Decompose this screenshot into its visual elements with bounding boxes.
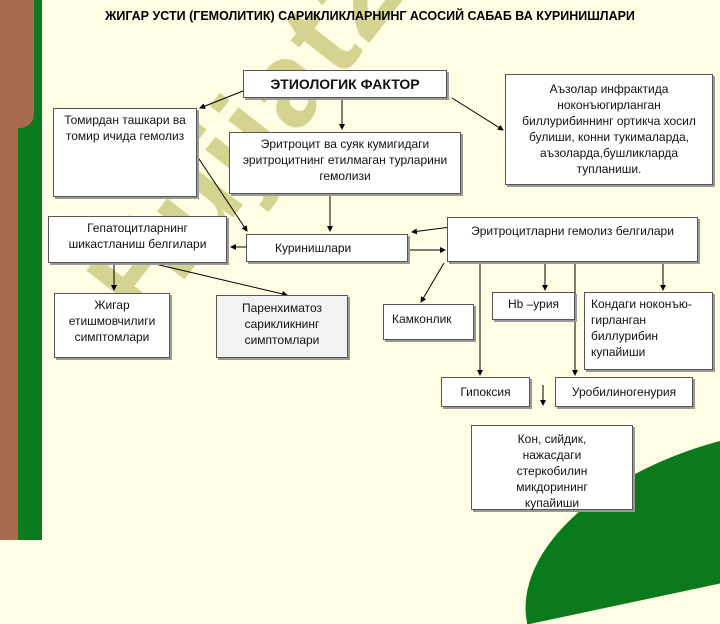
node-liver-failure: Жигар етишмовчилиги симптомлари (54, 293, 170, 358)
node-parenchymal: Паренхиматоз сарикликнинг симптомлари (216, 295, 348, 358)
node-urobilinogenuria: Уробилиногенурия (555, 377, 693, 407)
node-hepatocyte: Гепатоцитларнинг шикастланиш белгилари (48, 216, 227, 263)
node-hburia: Hb –урия (492, 292, 575, 320)
slide-title: ЖИГАР УСТИ (ГЕМОЛИТИК) САРИКЛИКЛАРНИНГ А… (105, 9, 635, 23)
node-blood-bilirubin: Кондаги ноконъю-гирланган биллурибин куп… (584, 292, 713, 370)
node-infarct: Аъзолар инфрактида ноконъюгирланган билл… (505, 74, 713, 185)
node-hemolysis: Томирдан ташкари ва томир ичида гемолиз (53, 108, 197, 197)
node-hypoxia: Гипоксия (441, 377, 530, 407)
node-etiology: ЭТИОЛОГИК ФАКТОР (243, 70, 447, 98)
node-anemia: Камконлик (383, 304, 474, 340)
connector-arrows (111, 90, 666, 406)
left-tab-decoration (0, 0, 34, 128)
node-marrow: Эритроцит ва суяк кумигидаги эритроцитни… (229, 132, 461, 194)
node-manifestations: Куринишлари (246, 234, 408, 262)
left-brown-strip (0, 0, 18, 540)
node-stercobilin: Кон, сийдик, нажасдаги стеркобилин микдо… (471, 425, 633, 510)
node-erythrocyte-signs: Эритроцитларни гемолиз белгилари (447, 217, 698, 262)
